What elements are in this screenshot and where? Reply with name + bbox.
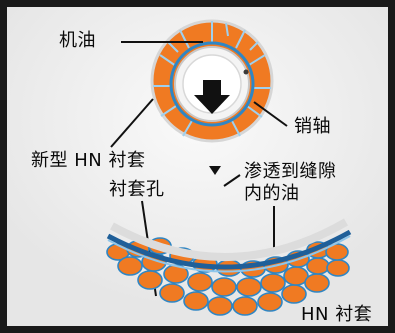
small-triangle-icon <box>209 166 221 175</box>
label-bushing-hole: 衬套孔 <box>109 179 165 200</box>
label-oil: 机油 <box>59 30 96 51</box>
label-hn-bushing: HN 衬套 <box>301 304 373 325</box>
down-arrow-icon <box>194 80 230 114</box>
bushing-arc-section <box>106 218 352 316</box>
label-oil-in-gap-line1: 渗透到缝隙 <box>244 161 337 182</box>
bushing-cross-section <box>150 19 274 143</box>
label-pin: 销轴 <box>294 116 331 137</box>
label-new-hn-bushing: 新型 HN 衬套 <box>31 150 146 171</box>
leader-lines <box>110 41 288 297</box>
label-oil-in-gap-line2: 内的油 <box>244 183 300 204</box>
